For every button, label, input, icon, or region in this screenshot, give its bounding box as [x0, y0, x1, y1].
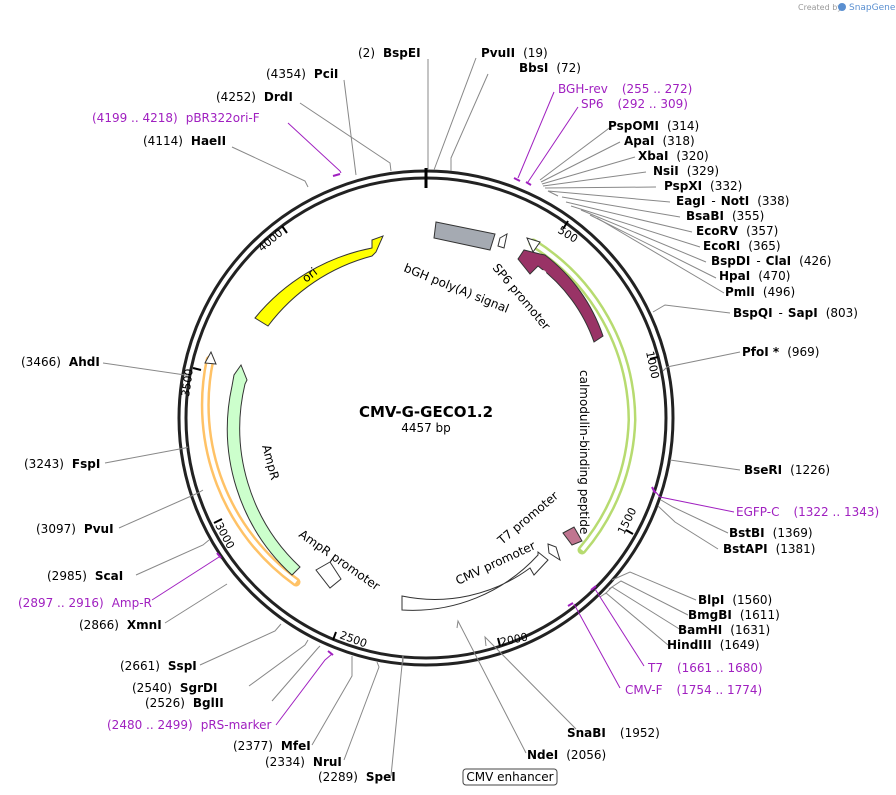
enzyme-ndei: NdeI(2056)	[527, 748, 606, 762]
primer-pbr322ori-f: (4199 .. 4218)pBR322ori-F	[92, 111, 260, 125]
enzyme-pvuii: PvuII(19)	[481, 46, 548, 60]
t7-promoter-arrow	[562, 526, 583, 546]
enzyme-bspqi-sapi: BspQI-SapI(803)	[733, 306, 858, 320]
enzyme-hindiii: HindIII(1649)	[667, 638, 760, 652]
brand-text: SnapGene	[849, 3, 896, 13]
ori-feature	[254, 235, 384, 327]
cmv-enhancer-box	[462, 768, 558, 786]
tick-3500: 3500	[179, 368, 196, 398]
ampr-line-arrowhead	[204, 350, 217, 365]
plasmid-name: CMV-G-GECO1.2	[359, 403, 493, 421]
cbp-label: calmodulin-binding peptide	[577, 370, 591, 534]
scale-ticks	[192, 220, 659, 647]
enzyme-pspomi: PspOMI(314)	[608, 119, 699, 133]
t7-small-arrow	[547, 543, 561, 562]
enzyme-xbai: XbaI(320)	[638, 149, 709, 163]
enzyme-sspi: (2661)SspI	[120, 659, 197, 673]
enzyme-spei: (2289)SpeI	[318, 770, 396, 784]
primer-amp-r: (2897 .. 2916)Amp-R	[18, 596, 152, 610]
enzyme-hpai: HpaI(470)	[719, 269, 790, 283]
plasmid-size: 4457 bp	[401, 421, 451, 435]
primer-t7: T7(1661 .. 1680)	[647, 661, 763, 675]
snapgene-logo-icon	[838, 3, 846, 11]
enzyme-bseri: BseRI(1226)	[744, 463, 830, 477]
tick-4000: 4000	[256, 226, 286, 254]
enzyme-nsii: NsiI(329)	[653, 164, 719, 178]
tick-2000: 2000	[499, 630, 529, 649]
cmv-enhancer-label: CMV enhancer	[466, 770, 553, 784]
enzyme-ecori: EcoRI(365)	[703, 239, 781, 253]
enzyme-scai: (2985)ScaI	[47, 569, 123, 583]
enzyme-blpi: BlpI(1560)	[698, 593, 772, 607]
enzyme-bspdi-clai: BspDI-ClaI(426)	[711, 254, 831, 268]
cbp-arrowhead	[526, 237, 541, 254]
enzyme-mfei: (2377)MfeI	[233, 739, 311, 753]
ampr-promoter-arrow	[315, 561, 342, 589]
calmodulin-feature	[517, 249, 604, 343]
enzyme-sgrdi: (2540)SgrDI	[132, 681, 217, 695]
enzyme-pcii: (4354)PciI	[266, 67, 338, 81]
enzyme-bglii: (2526)BglII	[145, 696, 224, 710]
enzyme-haeii: (4114)HaeII	[143, 134, 226, 148]
ampr-line	[203, 359, 298, 584]
enzyme-bbsi: BbsI(72)	[519, 61, 581, 75]
enzyme-bamhi: BamHI(1631)	[678, 623, 770, 637]
enzyme-pfoi: PfoI *(969)	[742, 345, 819, 359]
enzyme-ahdi: (3466)AhdI	[21, 355, 100, 369]
primer-sp6: SP6(292 .. 309)	[581, 97, 688, 111]
cmv-promoter-feature	[401, 550, 549, 611]
enzyme-pspxi: PspXI(332)	[664, 179, 742, 193]
primer-cmv-f: CMV-F(1754 .. 1774)	[625, 683, 762, 697]
leader-lines	[102, 57, 741, 777]
enzyme-eagi-noti: EagI-NotI(338)	[676, 194, 789, 208]
enzyme-ecorv: EcoRV(357)	[696, 224, 778, 238]
calmodulin-binding-peptide-arrow	[531, 241, 635, 552]
enzyme-snabi: SnaBI(1952)	[567, 726, 660, 740]
enzyme-bspei: (2)BspEI	[358, 46, 421, 60]
enzyme-pmli: PmlI(496)	[725, 285, 795, 299]
enzyme-xmni: (2866)XmnI	[79, 618, 162, 632]
ampr-promoter-label: AmpR promoter	[296, 527, 382, 593]
enzyme-fspi: (3243)FspI	[24, 457, 100, 471]
enzyme-pvui: (3097)PvuI	[36, 522, 114, 536]
enzyme-bsabi: BsaBI(355)	[686, 209, 764, 223]
primer-leaders	[151, 91, 735, 726]
enzyme-bstbi: BstBI(1369)	[729, 526, 813, 540]
enzyme-drdi: (4252)DrdI	[216, 90, 293, 104]
t7-promoter-label: T7 promoter	[494, 489, 561, 548]
ampr-label: AmpR	[259, 443, 282, 481]
cmv-promoter-label: CMV promoter	[453, 538, 537, 587]
created-by-text: Created by	[798, 3, 842, 12]
primer-egfp-c: EGFP-C(1322 .. 1343)	[736, 505, 879, 519]
tick-1000: 1000	[643, 350, 662, 380]
bgh-polya-feature	[433, 221, 496, 251]
enzyme-apai: ApaI(318)	[624, 134, 695, 148]
enzyme-bstapi: BstAPI(1381)	[723, 542, 815, 556]
ampr-feature	[226, 363, 301, 576]
sp6-promoter-arrow	[497, 233, 508, 249]
tick-500: 500	[555, 224, 580, 246]
enzyme-nrui: (2334)NruI	[265, 755, 342, 769]
primer-prs-marker: (2480 .. 2499)pRS-marker	[107, 718, 271, 732]
enzyme-bmgbi: BmgBI(1611)	[688, 608, 780, 622]
primer-bgh-rev: BGH-rev(255 .. 272)	[558, 82, 692, 96]
